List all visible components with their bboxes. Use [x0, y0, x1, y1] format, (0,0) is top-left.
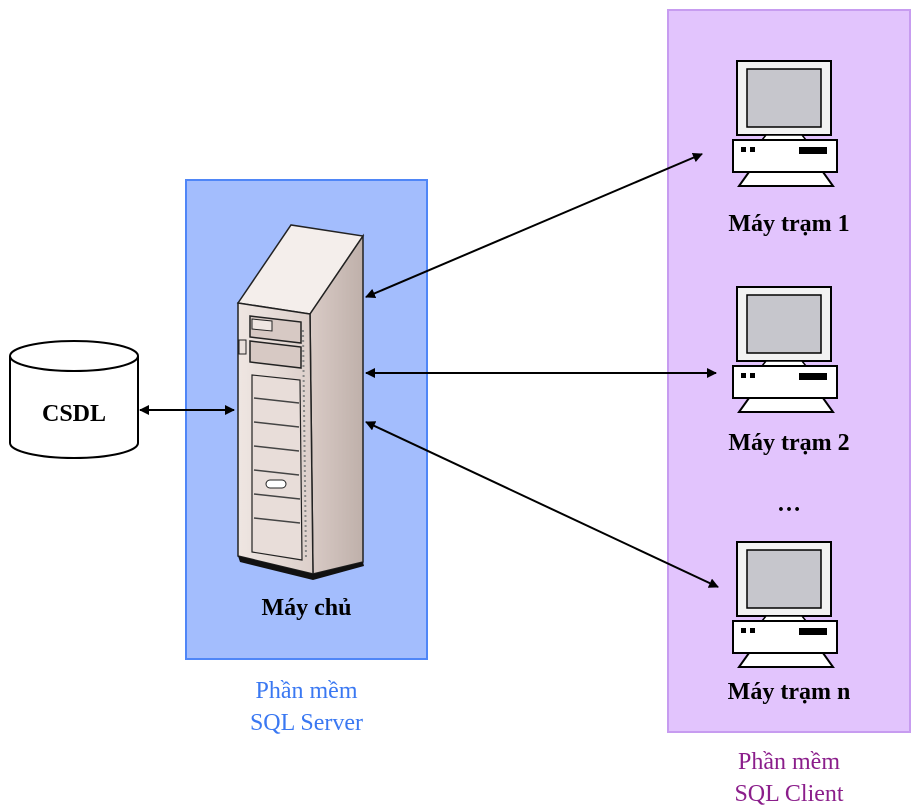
server-software-line-2: SQL Server: [249, 710, 364, 736]
client-software-line-1: Phần mềm: [738, 749, 840, 775]
database-icon: [9, 340, 139, 459]
client-2-label: Máy trạm 2: [728, 430, 850, 456]
server-tower-icon: [236, 224, 365, 580]
server-software-line-1: Phần mềm: [255, 678, 358, 704]
server-software-caption: Phần mềm SQL Server: [186, 675, 427, 739]
workstation-2-icon: [732, 286, 838, 413]
workstation-1-icon: [732, 60, 838, 187]
client-software-caption: Phần mềm SQL Client: [668, 746, 910, 810]
workstation-n-icon: [732, 541, 838, 668]
server-clientn-arrow: [365, 421, 719, 588]
client-n-label: Máy trạm n: [727, 679, 851, 705]
server-label: Máy chủ: [261, 595, 352, 621]
client-software-line-2: SQL Client: [734, 781, 844, 807]
client-1-label: Máy trạm 1: [728, 211, 850, 237]
client-ellipsis: …: [777, 491, 801, 517]
database-label: CSDL: [41, 401, 107, 427]
server-client1-arrow: [365, 152, 703, 299]
